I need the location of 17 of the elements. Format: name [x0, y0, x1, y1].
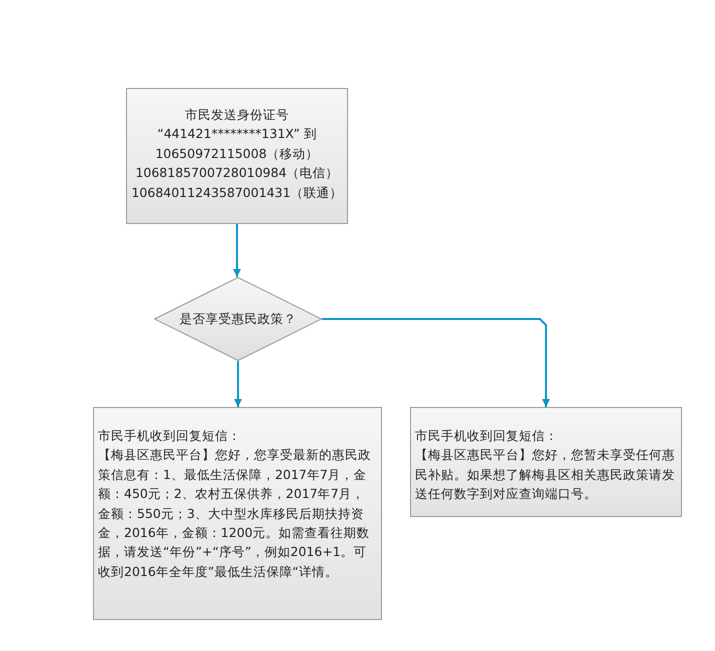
arrow — [233, 224, 241, 277]
node-text: 【梅县区惠民平台】您好，您享受最新的惠民政策信息有：1、最低生活保障，2017年7月，金额：450元；2、农村五保供养，2017年7月，金额：550元；3、大中型水库移民后期扶持资金，2016年，金额：1200元。如需查看往期数据，请发送“年份”+“序号”，例如2016+1。可收到2016年全年度”最低生活保障“详情。 — [98, 446, 372, 581]
node-text: “441421********131X” 到 — [156, 125, 318, 144]
decision-diamond — [154, 277, 322, 361]
node-text: 【梅县区惠民平台】您好，您暂未享受任何惠民补贴。如果想了解梅县区相关惠民政策请发送任何数字到对应查询端口号。 — [415, 446, 676, 504]
node-text: 10684011243587001431（联通） — [131, 184, 343, 202]
node-text: 10650972115008（移动） — [154, 144, 320, 163]
process-box — [126, 88, 348, 224]
arrow — [234, 361, 242, 407]
node-text: 1068185700728010984（电信） — [134, 164, 340, 182]
arrow — [322, 318, 550, 407]
process-box — [410, 407, 682, 517]
message-heading: 市民手机收到回复短信： — [98, 427, 242, 445]
node-text: 市民发送身份证号 — [184, 106, 290, 124]
message-heading: 市民手机收到回复短信： — [415, 427, 559, 445]
node-text: 是否享受惠民政策？ — [180, 310, 296, 328]
process-box — [93, 407, 382, 620]
